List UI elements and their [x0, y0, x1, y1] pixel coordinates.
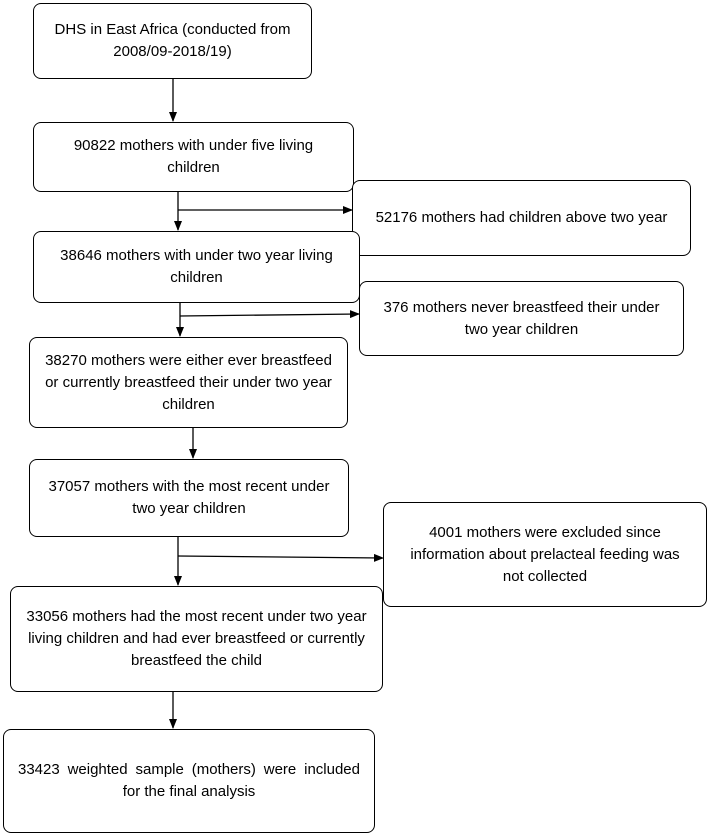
flow-step-7-final-sample: 33423 weighted sample (mothers) were inc… [3, 729, 375, 833]
flow-step-1-label: DHS in East Africa (conducted from 2008/… [54, 21, 291, 60]
exclusion-1-above-two-year: 52176 mothers had children above two yea… [352, 180, 691, 256]
flow-step-6-recent-and-breastfed: 33056 mothers had the most recent under … [10, 586, 383, 692]
flow-step-2-under-five: 90822 mothers with under five living chi… [33, 122, 354, 192]
flow-step-3-label: 38646 mothers with under two year living… [60, 247, 333, 286]
flow-step-6-label: 33056 mothers had the most recent under … [26, 608, 367, 669]
flow-step-5-label: 37057 mothers with the most recent under… [48, 478, 330, 517]
flow-step-1-dhs-source: DHS in East Africa (conducted from 2008/… [33, 3, 312, 79]
exclusion-2-never-breastfeed: 376 mothers never breastfeed their under… [359, 281, 684, 356]
flow-step-7-label: 33423 weighted sample (mothers) were inc… [18, 761, 360, 800]
flow-step-4-ever-breastfeed: 38270 mothers were either ever breastfee… [29, 337, 348, 428]
flow-step-2-label: 90822 mothers with under five living chi… [73, 137, 314, 176]
exclusion-1-label: 52176 mothers had children above two yea… [375, 209, 668, 226]
exclusion-3-label: 4001 mothers were excluded since informa… [410, 523, 680, 585]
flow-step-4-label: 38270 mothers were either ever breastfee… [45, 351, 332, 413]
flow-step-3-under-two: 38646 mothers with under two year living… [33, 231, 360, 303]
flow-step-5-most-recent: 37057 mothers with the most recent under… [29, 459, 349, 537]
exclusion-3-prelacteal-not-collected: 4001 mothers were excluded since informa… [383, 502, 707, 607]
arrow-to-exclusion-3 [177, 553, 384, 562]
arrow-to-exclusion-2 [179, 310, 360, 319]
exclusion-2-label: 376 mothers never breastfeed their under… [383, 298, 660, 338]
